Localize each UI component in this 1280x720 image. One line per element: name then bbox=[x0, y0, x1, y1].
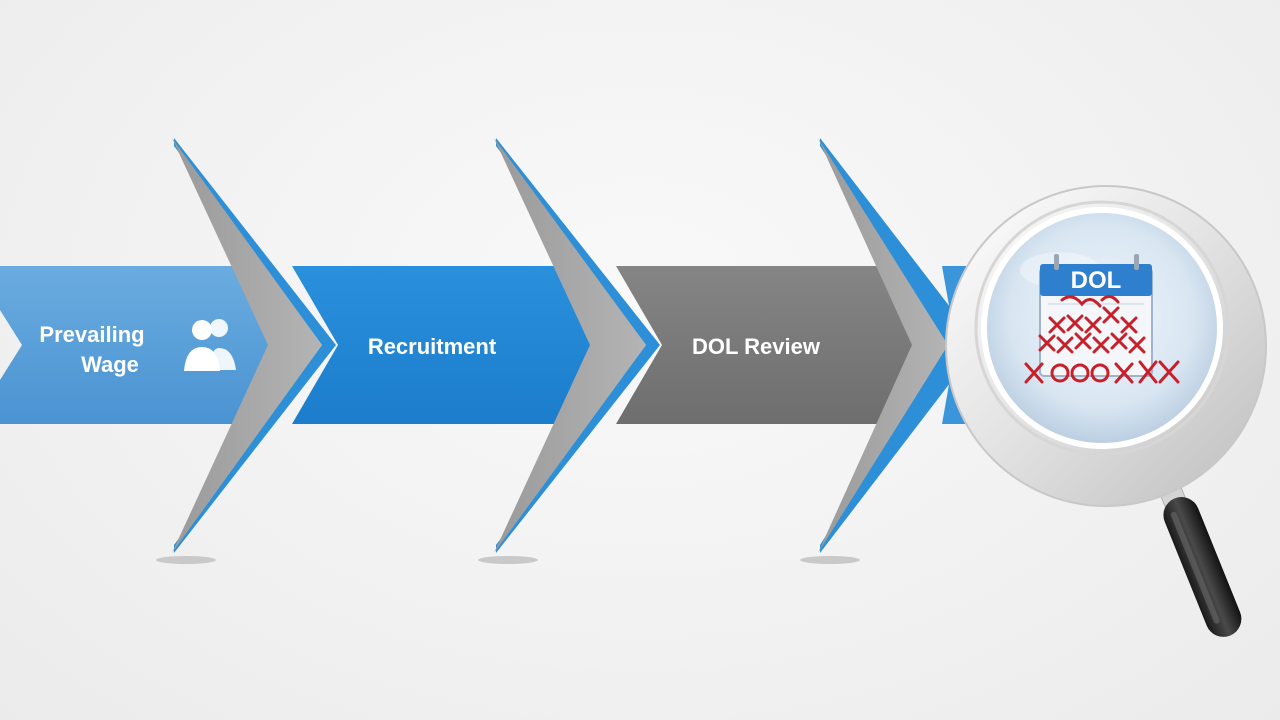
step-recruitment: Recruitment bbox=[292, 266, 640, 424]
red-x-marks-icon bbox=[1024, 295, 1180, 384]
step-prevailing-wage: Prevailing Wage bbox=[0, 266, 320, 424]
step-1-label-line2: Wage bbox=[81, 352, 139, 377]
step-dol-review: DOL Review bbox=[616, 266, 958, 424]
chevron-3 bbox=[800, 138, 960, 564]
people-icon bbox=[184, 319, 236, 371]
step-3-label: DOL Review bbox=[692, 334, 821, 359]
calendar-icon: DOL bbox=[1039, 254, 1153, 377]
step-3-shape bbox=[616, 266, 958, 424]
step-2-shape bbox=[292, 266, 640, 424]
calendar-label: DOL bbox=[1071, 267, 1122, 294]
step-1-label-line1: Prevailing bbox=[39, 322, 144, 347]
step-1-shape bbox=[0, 266, 320, 424]
step-2-label: Recruitment bbox=[368, 334, 497, 359]
chevron-1 bbox=[156, 138, 336, 564]
chevron-2 bbox=[478, 138, 660, 564]
magnifying-glass-icon: DOL bbox=[945, 185, 1267, 637]
